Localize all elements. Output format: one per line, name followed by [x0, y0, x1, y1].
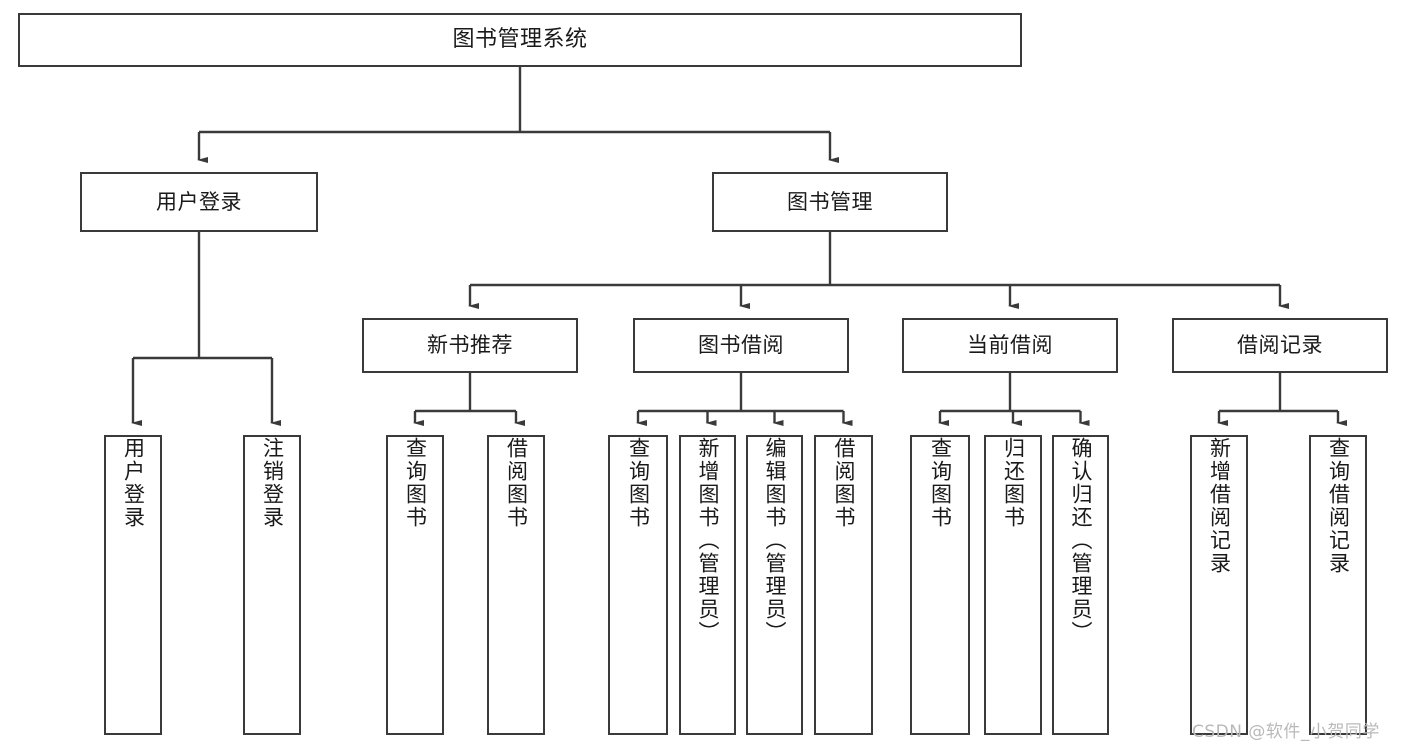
node-label: 当前借阅: [967, 333, 1053, 358]
node-leaf-rec-2[interactable]: 查询借阅记录: [1309, 435, 1367, 735]
node-current[interactable]: 当前借阅: [902, 318, 1118, 373]
node-label: 借阅图书: [832, 437, 856, 529]
node-leaf-login-1[interactable]: 用户登录: [104, 435, 162, 735]
csdn-watermark: CSDN @软件_小贺同学: [1192, 722, 1380, 742]
node-leaf-bor-3[interactable]: 编辑图书（管理员）: [746, 435, 803, 735]
node-label: 新增图书（管理员）: [696, 437, 720, 644]
node-leaf-cur-2[interactable]: 归还图书: [984, 435, 1042, 735]
node-root[interactable]: 图书管理系统: [18, 13, 1022, 67]
node-leaf-new-1[interactable]: 查询图书: [386, 435, 444, 735]
node-leaf-login-2[interactable]: 注销登录: [243, 435, 301, 735]
node-leaf-bor-2[interactable]: 新增图书（管理员）: [679, 435, 736, 735]
node-label: 借阅图书: [504, 437, 529, 529]
node-label: 用户登录: [121, 437, 146, 529]
node-label: 图书管理系统: [452, 27, 588, 53]
node-label: 查询图书: [626, 437, 651, 529]
node-label: 图书管理: [787, 189, 873, 214]
node-label: 用户登录: [156, 189, 242, 214]
node-label: 编辑图书（管理员）: [763, 437, 787, 644]
node-label: 查询图书: [928, 437, 953, 529]
node-leaf-bor-4[interactable]: 借阅图书: [814, 435, 873, 735]
node-label: 新书推荐: [427, 333, 513, 358]
node-leaf-cur-3[interactable]: 确认归还（管理员）: [1052, 435, 1109, 735]
node-login[interactable]: 用户登录: [80, 172, 318, 232]
node-leaf-new-2[interactable]: 借阅图书: [487, 435, 545, 735]
node-label: 图书借阅: [698, 333, 784, 358]
node-leaf-rec-1[interactable]: 新增借阅记录: [1190, 435, 1248, 735]
node-label: 注销登录: [260, 437, 285, 529]
node-label: 确认归还（管理员）: [1069, 437, 1093, 644]
node-label: 新增借阅记录: [1207, 437, 1232, 575]
node-label: 归还图书: [1001, 437, 1026, 529]
node-label: 查询借阅记录: [1326, 437, 1351, 575]
node-bookmgmt[interactable]: 图书管理: [712, 172, 948, 232]
node-label: 查询图书: [403, 437, 428, 529]
node-label: 借阅记录: [1237, 333, 1323, 358]
node-records[interactable]: 借阅记录: [1172, 318, 1388, 373]
node-newbooks[interactable]: 新书推荐: [362, 318, 578, 373]
node-leaf-cur-1[interactable]: 查询图书: [910, 435, 970, 735]
node-leaf-bor-1[interactable]: 查询图书: [608, 435, 668, 735]
node-borrow[interactable]: 图书借阅: [633, 318, 849, 373]
